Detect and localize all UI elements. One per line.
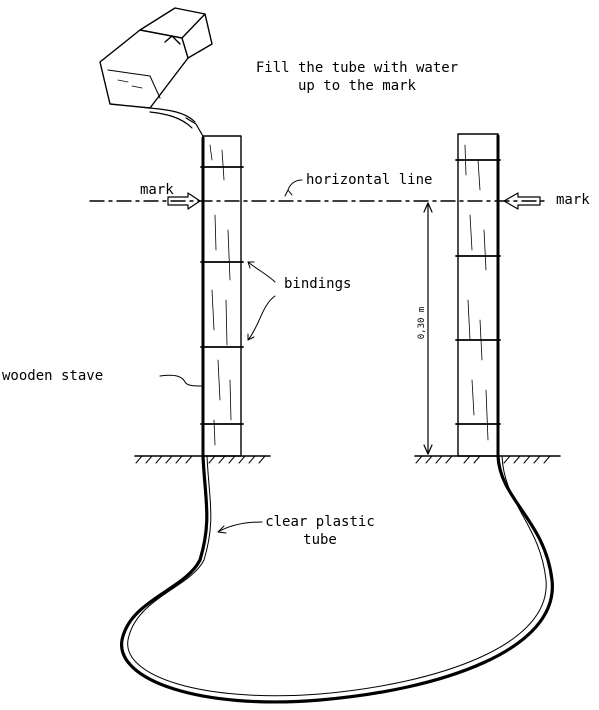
mark-arrow-left-icon [167,192,201,210]
horizontal-line-leader [287,179,303,191]
left-wooden-stave [200,135,244,458]
ground-right [414,455,561,464]
right-wooden-stave [455,133,501,458]
bindings-leaders [247,261,276,341]
label-mark-left: mark [140,182,174,198]
label-clear-plastic-line2: tube [303,532,337,548]
mark-arrow-right-icon [503,192,541,210]
label-height-dimension: 0,30 m [417,306,427,340]
label-mark-right: mark [556,192,590,208]
pouring-can-icon [99,7,213,139]
height-dimension-line [423,202,433,455]
instruction-line-2: up to the mark [297,78,416,94]
label-horizontal-line: horizontal line [306,172,433,188]
wooden-stave-leader [159,374,203,387]
label-wooden-stave: wooden stave [2,368,104,384]
instruction-line-1: Fill the tube with water [255,60,459,76]
clear-plastic-tube [120,454,554,704]
tube-leader [217,521,263,533]
label-bindings: bindings [284,276,352,292]
label-clear-plastic-line1: clear plastic [265,514,375,530]
